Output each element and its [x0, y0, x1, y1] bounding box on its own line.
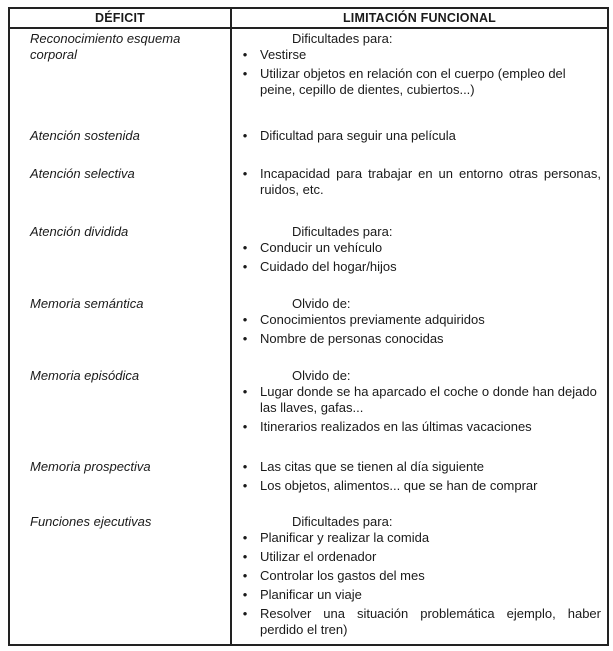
list-item: • Lugar donde se ha aparcado el coche o d…: [238, 384, 601, 416]
limitation-list: • Lugar donde se ha aparcado el coche o d…: [238, 384, 601, 435]
bullet-icon: •: [242, 240, 248, 255]
list-item-text: Utilizar el ordenador: [260, 549, 377, 564]
list-item: • Los objetos, alimentos... que se han de…: [238, 478, 601, 494]
list-item: • Cuidado del hogar/hijos: [238, 259, 601, 275]
bullet-icon: •: [242, 549, 248, 564]
list-item-text: Vestirse: [260, 47, 307, 62]
bullet-icon: •: [242, 384, 248, 399]
limitation-cell: Olvido de: • Conocimientos previamente ad…: [230, 296, 609, 368]
list-item-text: Cuidado del hogar/hijos: [260, 259, 397, 274]
deficit-limitation-table: DÉFICIT LIMITACIÓN FUNCIONAL Reconocimie…: [8, 7, 609, 646]
limitation-cell: • Las citas que se tienen al día siguient…: [230, 459, 609, 514]
limitation-cell: • Dificultad para seguir una película: [230, 128, 609, 166]
list-item-text: Itinerarios realizados en las últimas va…: [260, 419, 532, 434]
deficit-cell: Memoria prospectiva: [8, 459, 232, 514]
table-row: Memoria prospectiva • Las citas que se ti…: [8, 459, 609, 514]
list-item: • Conocimientos previamente adquiridos: [238, 312, 601, 328]
table-row: Memoria episódica Olvido de: • Lugar dond…: [8, 368, 609, 459]
list-item-text: Incapacidad para trabajar en un entorno …: [260, 166, 601, 197]
bullet-icon: •: [242, 128, 248, 143]
table-header-row: DÉFICIT LIMITACIÓN FUNCIONAL: [8, 7, 609, 29]
list-item: • Planificar un viaje: [238, 587, 601, 603]
limitation-list: • Dificultad para seguir una película: [238, 128, 601, 144]
limitation-intro: Olvido de:: [292, 368, 351, 383]
table-row: Reconocimiento esquema corporal Dificult…: [8, 28, 609, 128]
deficit-cell: Funciones ejecutivas: [8, 514, 232, 645]
table-row: Atención sostenida • Dificultad para segu…: [8, 128, 609, 166]
list-item-text: Conducir un vehículo: [260, 240, 383, 255]
list-item: • Nombre de personas conocidas: [238, 331, 601, 347]
header-deficit: DÉFICIT: [8, 7, 232, 29]
list-item-text: Las citas que se tienen al día siguiente: [260, 459, 485, 474]
limitation-cell: Dificultades para: • Planificar y realiza…: [230, 514, 609, 645]
limitation-intro: Dificultades para:: [292, 514, 393, 529]
deficit-cell: Atención sostenida: [8, 128, 232, 166]
bullet-icon: •: [242, 587, 248, 602]
list-item: • Resolver una situación problemática eje…: [238, 606, 601, 638]
table-row: Funciones ejecutivas Dificultades para: …: [8, 514, 609, 645]
list-item: • Planificar y realizar la comida: [238, 530, 601, 546]
bullet-icon: •: [242, 47, 248, 62]
limitation-list: • Planificar y realizar la comida • Utiliz…: [238, 530, 601, 638]
bullet-icon: •: [242, 530, 248, 545]
list-item: • Itinerarios realizados en las últimas v…: [238, 419, 601, 435]
list-item-text: Planificar un viaje: [260, 587, 362, 602]
limitation-cell: Dificultades para: • Vestirse • Utilizar o…: [230, 28, 609, 128]
deficit-cell: Atención dividida: [8, 224, 232, 296]
list-item: • Conducir un vehículo: [238, 240, 601, 256]
deficit-cell: Reconocimiento esquema corporal: [8, 28, 232, 128]
list-item: • Controlar los gastos del mes: [238, 568, 601, 584]
list-item-text: Controlar los gastos del mes: [260, 568, 425, 583]
list-item-text: Planificar y realizar la comida: [260, 530, 430, 545]
header-limitation: LIMITACIÓN FUNCIONAL: [230, 7, 609, 29]
limitation-cell: • Incapacidad para trabajar en un entorno…: [230, 166, 609, 224]
limitation-intro: Olvido de:: [292, 296, 351, 311]
limitation-list: • Las citas que se tienen al día siguient…: [238, 459, 601, 494]
table-row: Atención selectiva • Incapacidad para tra…: [8, 166, 609, 224]
list-item-text: Los objetos, alimentos... que se han de …: [260, 478, 538, 493]
deficit-cell: Memoria episódica: [8, 368, 232, 459]
list-item: • Utilizar objetos en relación con el cue…: [238, 66, 601, 98]
list-item: • Las citas que se tienen al día siguient…: [238, 459, 601, 475]
table-row: Atención dividida Dificultades para: • Co…: [8, 224, 609, 296]
bullet-icon: •: [242, 312, 248, 327]
bullet-icon: •: [242, 606, 248, 621]
limitation-list: • Conocimientos previamente adquiridos • N…: [238, 312, 601, 347]
list-item-text: Resolver una situación problemática ejem…: [260, 606, 601, 637]
deficit-cell: Memoria semántica: [8, 296, 232, 368]
limitation-list: • Incapacidad para trabajar en un entorno…: [238, 166, 601, 198]
deficit-cell: Atención selectiva: [8, 166, 232, 224]
list-item-text: Dificultad para seguir una película: [260, 128, 456, 143]
list-item: • Incapacidad para trabajar en un entorno…: [238, 166, 601, 198]
bullet-icon: •: [242, 568, 248, 583]
bullet-icon: •: [242, 166, 248, 181]
list-item: • Dificultad para seguir una película: [238, 128, 601, 144]
bullet-icon: •: [242, 66, 248, 81]
list-item: • Utilizar el ordenador: [238, 549, 601, 565]
bullet-icon: •: [242, 459, 248, 474]
list-item-text: Nombre de personas conocidas: [260, 331, 444, 346]
limitation-intro: Dificultades para:: [292, 224, 393, 239]
list-item: • Vestirse: [238, 47, 601, 63]
limitation-list: • Vestirse • Utilizar objetos en relación …: [238, 47, 601, 98]
bullet-icon: •: [242, 331, 248, 346]
limitation-list: • Conducir un vehículo • Cuidado del hogar…: [238, 240, 601, 275]
bullet-icon: •: [242, 259, 248, 274]
list-item-text: Utilizar objetos en relación con el cuer…: [260, 66, 566, 97]
limitation-intro: Dificultades para:: [292, 31, 393, 46]
bullet-icon: •: [242, 419, 248, 434]
list-item-text: Lugar donde se ha aparcado el coche o do…: [260, 384, 597, 415]
list-item-text: Conocimientos previamente adquiridos: [260, 312, 485, 327]
bullet-icon: •: [242, 478, 248, 493]
table-row: Memoria semántica Olvido de: • Conocimien…: [8, 296, 609, 368]
limitation-cell: Olvido de: • Lugar donde se ha aparcado e…: [230, 368, 609, 459]
limitation-cell: Dificultades para: • Conducir un vehículo…: [230, 224, 609, 296]
